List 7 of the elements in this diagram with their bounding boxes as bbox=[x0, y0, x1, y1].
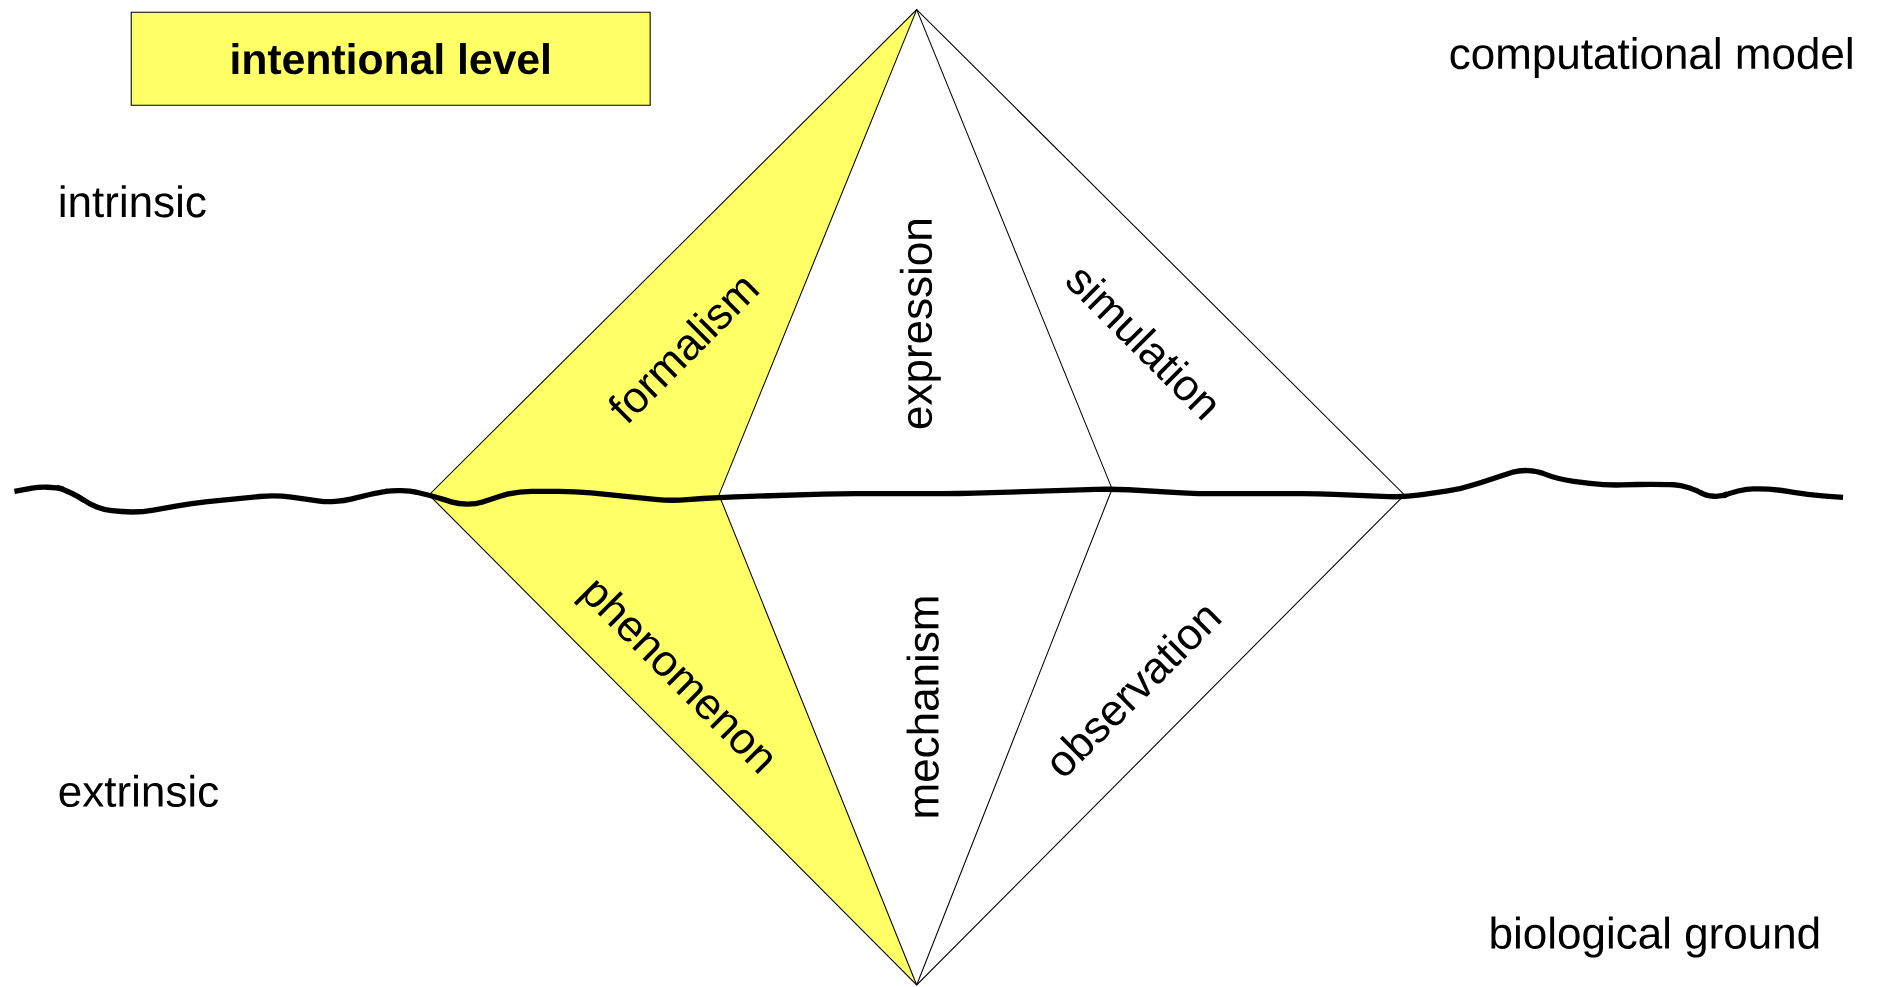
label: mechanism bbox=[906, 597, 939, 817]
label: biological ground bbox=[1491, 916, 1819, 958]
label: expression bbox=[899, 220, 941, 429]
label: intrinsic bbox=[60, 185, 206, 218]
title-box: intentional level bbox=[130, 11, 651, 106]
label: extrinsic bbox=[59, 774, 218, 808]
label: computational model bbox=[1450, 37, 1852, 78]
